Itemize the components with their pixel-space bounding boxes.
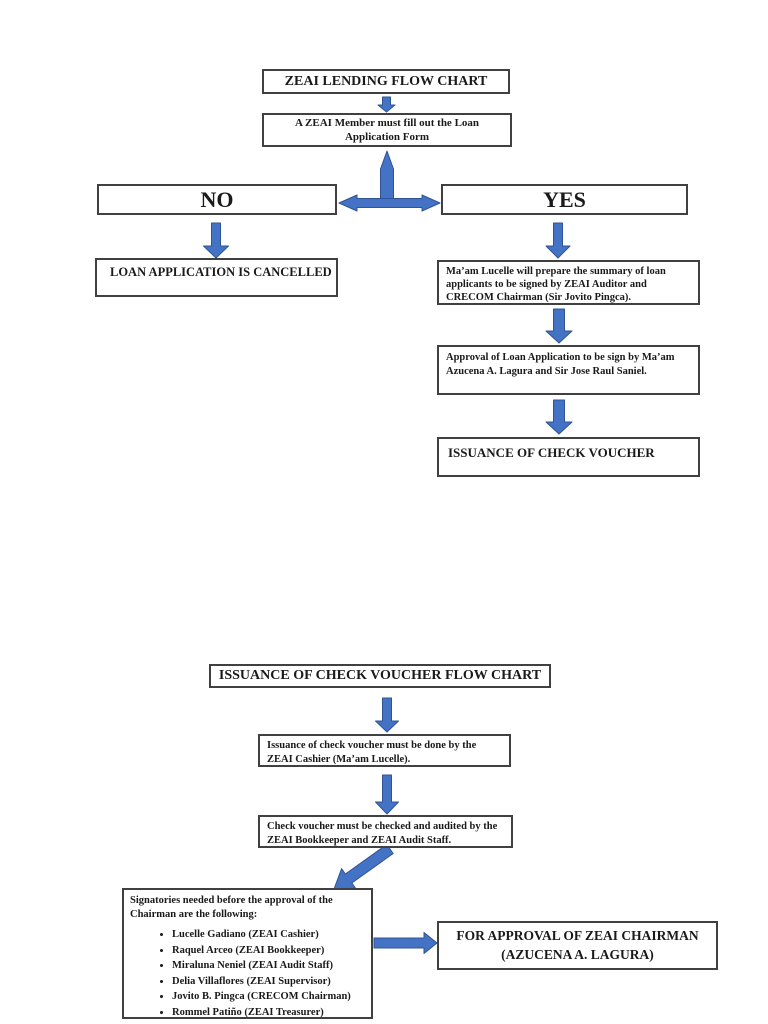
arrow-cashier-to-audit-icon [375,774,399,815]
member-fill-form-line1: A ZEAI Member must fill out the Loan [294,117,480,129]
summary-preparation-box: Ma’am Lucelle will prepare the summary o… [437,260,700,305]
signatory-item: Lucelle Gadiano (ZEAI Cashier) [172,927,365,943]
arrow-signatories-to-chairman-icon [373,932,438,954]
arrow-yes-down-icon [545,222,571,259]
arrow-no-down-icon [203,222,229,259]
arrow-summary-to-approval-icon [545,308,573,344]
yes-branch-box: YES [441,184,688,215]
chairman-approval-line1: FOR APPROVAL OF ZEAI CHAIRMAN [456,928,699,944]
signatory-item: Miraluna Neniel (ZEAI Audit Staff) [172,958,365,974]
summary-preparation-text: Ma’am Lucelle will prepare the summary o… [446,266,666,303]
no-label: NO [200,186,234,212]
signatories-list: Lucelle Gadiano (ZEAI Cashier)Raquel Arc… [130,927,365,1020]
cashier-issuance-box: Issuance of check voucher must be done b… [258,734,511,767]
arrow-title2-to-cashier-icon [375,697,399,733]
arrow-title-to-member-icon [377,96,396,113]
chart2-title-box: ISSUANCE OF CHECK VOUCHER FLOW CHART [209,664,551,688]
signatory-item: Delia Villaflores (ZEAI Supervisor) [172,974,365,990]
signatory-item: Jovito B. Pingca (CRECOM Chairman) [172,989,365,1005]
chairman-approval-box: FOR APPROVAL OF ZEAI CHAIRMAN (AZUCENA A… [437,921,718,970]
audit-check-text: Check voucher must be checked and audite… [267,821,498,846]
loan-approval-text: Approval of Loan Application to be sign … [446,352,675,377]
arrow-audit-to-signatories-icon [333,844,394,890]
issuance-voucher-box: ISSUANCE OF CHECK VOUCHER [437,437,700,477]
no-branch-box: NO [97,184,337,215]
chart1-title-box: ZEAI LENDING FLOW CHART [262,69,510,94]
signatory-item: Raquel Arceo (ZEAI Bookkeeper) [172,943,365,959]
member-fill-form-line2: Application Form [344,130,430,143]
arrow-approval-to-voucher-icon [545,399,573,435]
issuance-voucher-text: ISSUANCE OF CHECK VOUCHER [448,445,655,460]
loan-approval-box: Approval of Loan Application to be sign … [437,345,700,395]
arrow-branch-horizontal-icon [338,194,441,212]
chart2-title: ISSUANCE OF CHECK VOUCHER FLOW CHART [218,668,542,684]
audit-check-box: Check voucher must be checked and audite… [258,815,513,848]
signatory-item: Rommel Patiño (ZEAI Treasurer) [172,1005,365,1021]
loan-cancelled-box: LOAN APPLICATION IS CANCELLED [95,258,338,297]
signatories-heading: Signatories needed before the approval o… [130,895,333,920]
loan-cancelled-text: LOAN APPLICATION IS CANCELLED [110,265,332,279]
chairman-approval-line2: (AZUCENA A. LAGURA) [501,946,654,962]
yes-label: YES [543,186,586,212]
member-fill-form-box: A ZEAI Member must fill out the Loan App… [262,113,512,147]
chart1-title: ZEAI LENDING FLOW CHART [284,73,488,89]
signatories-box: Signatories needed before the approval o… [122,888,373,1019]
cashier-issuance-text: Issuance of check voucher must be done b… [267,740,477,765]
